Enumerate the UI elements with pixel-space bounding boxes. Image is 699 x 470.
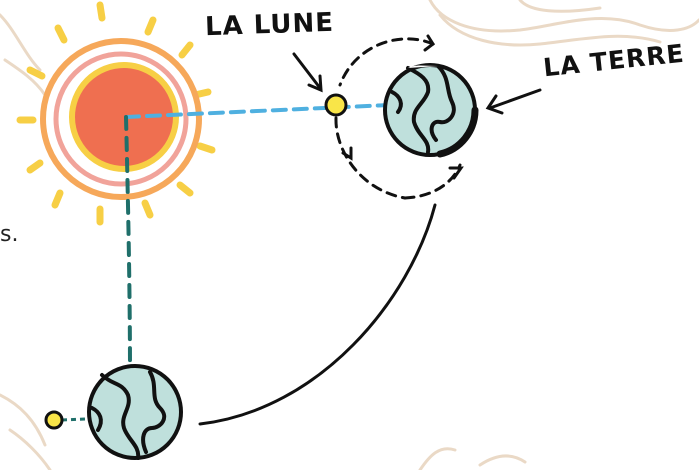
label-moon: LA LUNE (204, 7, 335, 43)
sun-icon (16, 1, 216, 226)
moon-label-arrow (292, 52, 323, 93)
earth-label-arrow (485, 88, 542, 115)
earth-icon (87, 364, 183, 460)
earth-icon (383, 63, 479, 158)
orbit-arrows-icon (334, 34, 464, 200)
moon-icon (44, 410, 64, 430)
moon-icon (324, 93, 348, 117)
edge-text-fragment: s. (0, 222, 19, 247)
earth-trajectory-line (198, 203, 437, 426)
sun-lower-earth-line (124, 115, 132, 377)
lower-moon-line (61, 417, 87, 422)
